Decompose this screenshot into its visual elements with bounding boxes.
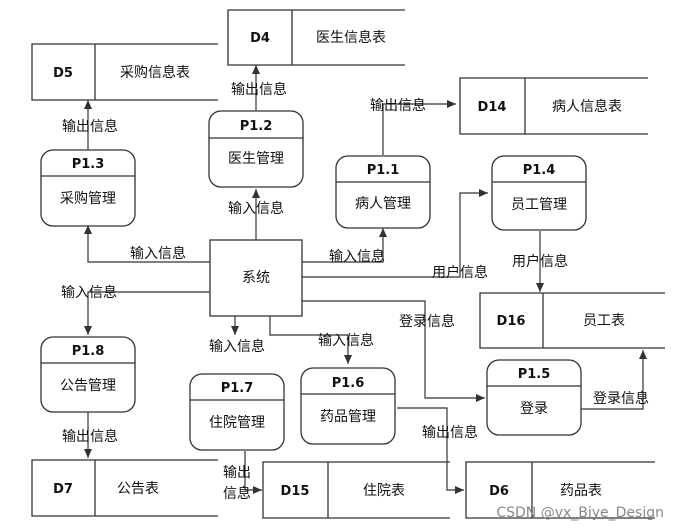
system-node: 系统 (209, 239, 303, 317)
process-p18: P1.8 公告管理 (40, 336, 136, 413)
flow-label-user-info-2: 用户信息 (512, 253, 568, 270)
store-id: D16 (497, 314, 526, 329)
flow-label-in-p18: 输入信息 (61, 284, 117, 301)
process-id: P1.6 (332, 376, 365, 391)
store-name: 药品表 (560, 483, 602, 499)
flow-label-in-p12: 输入信息 (228, 200, 284, 217)
process-id: P1.1 (367, 163, 400, 178)
edge-system-p18 (84, 291, 210, 335)
flow-label-login-info-1: 登录信息 (399, 313, 455, 330)
edge-p17-d15 (244, 451, 262, 494)
flow-label-in-p17: 输入信息 (209, 338, 265, 355)
process-p11: P1.1 病人管理 (335, 155, 431, 229)
flow-label-out-d14: 输出信息 (370, 97, 426, 114)
process-id: P1.3 (72, 157, 105, 172)
flow-label-out-d15-b: 信息 (223, 485, 251, 502)
store-name: 病人信息表 (552, 98, 622, 115)
process-id: P1.7 (221, 381, 254, 396)
process-id: P1.5 (518, 367, 551, 382)
store-name: 公告表 (117, 481, 159, 497)
store-id: D4 (250, 31, 270, 46)
store-id: D7 (53, 482, 73, 497)
flow-label-out-d15-a: 输出 (223, 465, 251, 481)
edges (84, 65, 647, 494)
flow-label-in-p11: 输入信息 (329, 248, 385, 265)
data-store-d4: D4 医生信息表 (227, 9, 405, 66)
flow-label-in-p13: 输入信息 (130, 245, 186, 262)
data-store-d7: D7 公告表 (31, 459, 218, 517)
edge-p11-d14 (382, 100, 456, 155)
flow-label-out-d4: 输出信息 (231, 81, 287, 98)
store-id: D15 (281, 484, 310, 499)
store-id: D6 (489, 484, 509, 499)
flow-label-login-info-2: 登录信息 (593, 390, 649, 407)
edge-p15-d16 (581, 350, 647, 410)
process-id: P1.8 (72, 344, 105, 359)
edge-p16-d6 (397, 407, 464, 494)
process-p13: P1.3 采购管理 (40, 149, 136, 227)
flow-label-out-d6: 输出信息 (422, 424, 478, 441)
process-p16: P1.6 药品管理 (300, 367, 396, 445)
store-name: 员工表 (583, 313, 625, 329)
process-name: 采购管理 (60, 191, 116, 207)
store-name: 住院表 (363, 483, 405, 499)
data-store-d16: D16 员工表 (479, 292, 665, 349)
flow-label-user-info-1: 用户信息 (432, 264, 488, 281)
edge-system-p13 (84, 225, 210, 263)
process-p12: P1.2 医生管理 (208, 110, 304, 188)
store-id: D5 (53, 66, 73, 81)
process-p14: P1.4 员工管理 (491, 155, 587, 231)
watermark: CSDN @vx_Biye_Design (496, 505, 664, 521)
process-p17: P1.7 住院管理 (189, 373, 285, 451)
store-id: D14 (478, 100, 507, 115)
store-name: 医生信息表 (316, 29, 386, 46)
flow-labels: 输出信息 输入信息 输出信息 输出信息 输入信息 输入信息 用户信息 用户信息 … (61, 81, 649, 502)
flow-label-out-d7: 输出信息 (62, 428, 118, 445)
process-id: P1.2 (240, 119, 273, 134)
flow-label-out-d5: 输出信息 (62, 118, 118, 135)
process-p15: P1.5 登录 (486, 359, 582, 436)
store-name: 采购信息表 (120, 64, 190, 81)
process-name: 公告管理 (60, 378, 116, 394)
process-name: 药品管理 (320, 409, 376, 425)
process-id: P1.4 (523, 163, 556, 178)
edge-system-p15 (302, 300, 485, 402)
edge-system-p11 (302, 228, 387, 263)
process-name: 登录 (520, 401, 548, 417)
process-name: 病人管理 (355, 196, 411, 212)
edge-system-p14 (302, 189, 488, 278)
process-name: 住院管理 (209, 415, 265, 431)
process-name: 医生管理 (228, 151, 284, 167)
data-store-d6: D6 药品表 (465, 461, 655, 519)
data-store-d15: D15 住院表 (262, 461, 450, 519)
edge-system-p16 (269, 316, 352, 364)
flow-label-in-p16: 输入信息 (318, 332, 374, 349)
data-store-d14: D14 病人信息表 (459, 77, 648, 135)
system-label: 系统 (242, 270, 270, 286)
process-name: 员工管理 (511, 197, 567, 213)
data-store-d5: D5 采购信息表 (31, 43, 218, 101)
